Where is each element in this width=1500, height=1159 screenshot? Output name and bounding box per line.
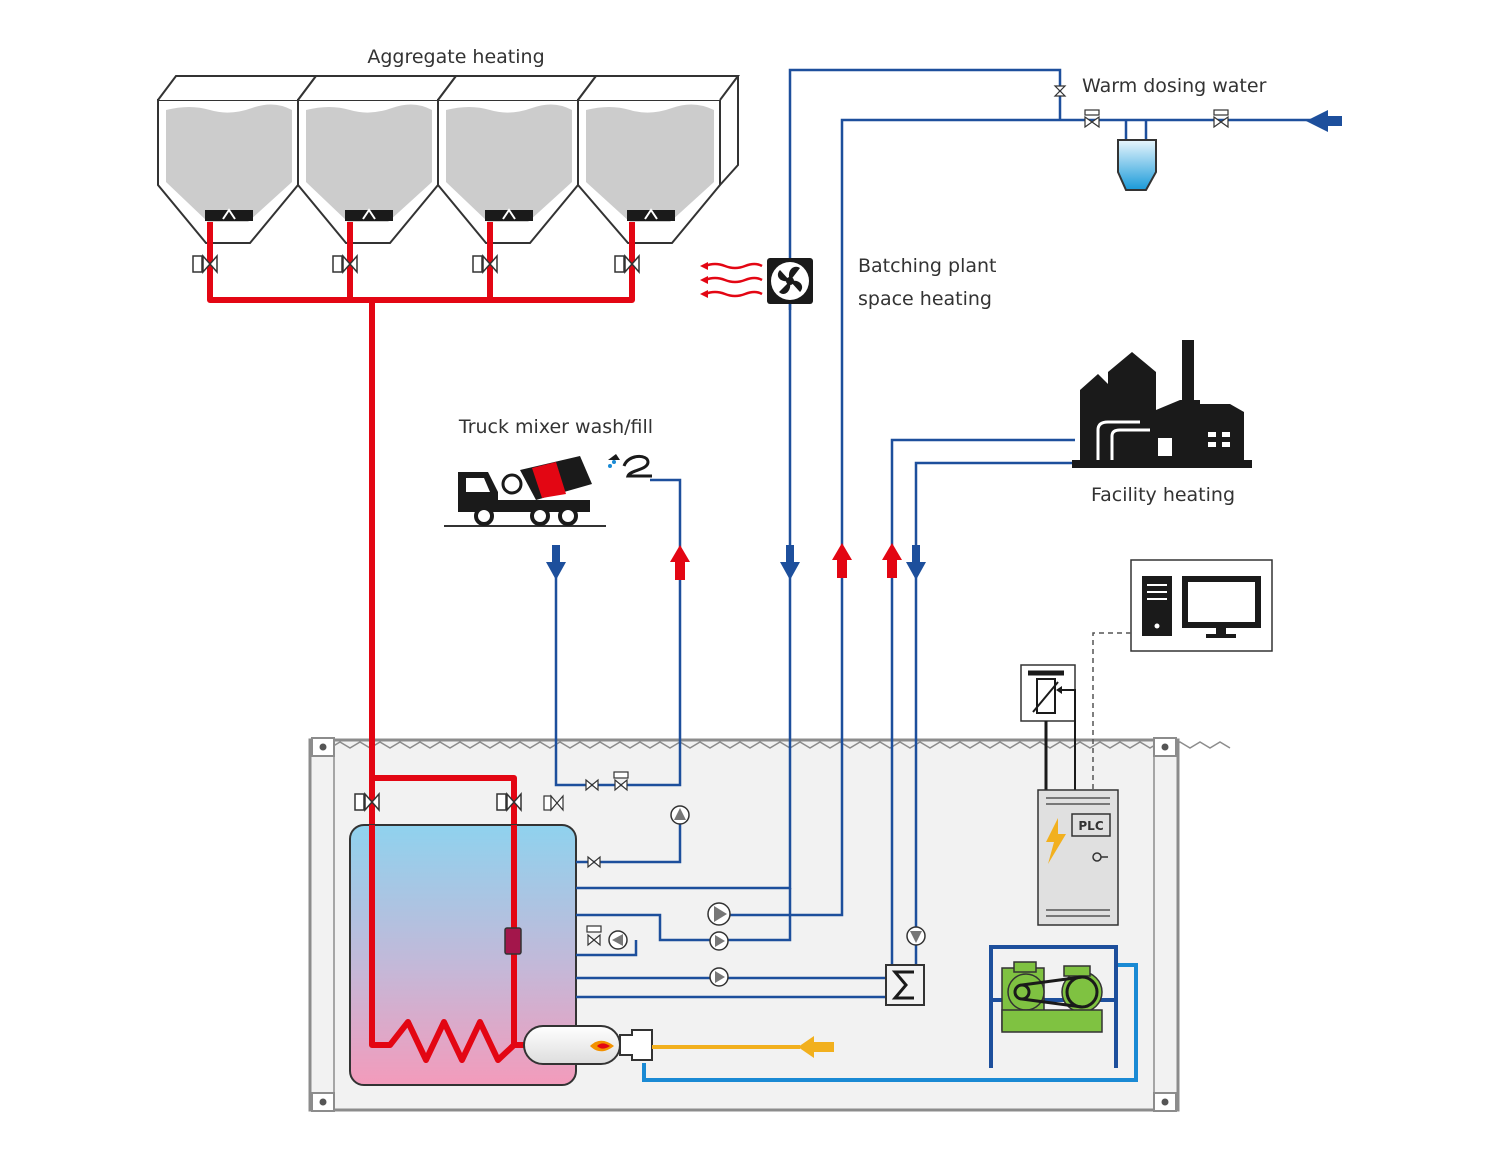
hopper-valves: [192, 254, 640, 812]
pump-space-1: [707, 902, 731, 926]
arrow-up-space: [832, 543, 852, 578]
fan-icon: [700, 258, 813, 310]
truck-mixer-icon: [444, 454, 652, 527]
valve-line-d: [586, 925, 602, 947]
valve-tank-right: [496, 792, 522, 812]
arrow-down-space: [780, 545, 800, 580]
warm-dosing-water-label: Warm dosing water: [1082, 75, 1267, 97]
arrow-down-facility: [906, 545, 926, 580]
valve-hopper-4: [614, 254, 640, 274]
facility-heating-label: Facility heating: [1091, 484, 1235, 506]
control-signal-line: [1092, 632, 1131, 790]
container-valves: [543, 771, 629, 947]
computer-icon: [1130, 559, 1273, 652]
pump-tank: [608, 930, 628, 950]
aggregate-heating-label: Aggregate heating: [367, 46, 544, 68]
pumps: [608, 805, 926, 987]
valve-truck-1: [543, 794, 564, 812]
fuel-line: [652, 1036, 834, 1058]
flow-arrows: [546, 110, 1342, 580]
hopper-3: [437, 75, 598, 244]
valve-hopper-3: [472, 254, 498, 274]
valve-line-a: [585, 778, 599, 792]
arrow-inlet: [1306, 110, 1342, 132]
truck-mixer-label: Truck mixer wash/fill: [458, 416, 653, 438]
valve-line-b: [613, 771, 629, 792]
arrow-down-truck: [546, 545, 566, 580]
plc-label: PLC: [1078, 819, 1103, 833]
dosing-water: [1053, 85, 1229, 191]
burner: [523, 1025, 653, 1065]
pump-space-2: [709, 931, 729, 951]
batching-plant-label-line2: space heating: [858, 288, 992, 310]
hopper-4: [577, 75, 740, 244]
pump-exchanger: [709, 967, 729, 987]
pump-unit: [989, 945, 1118, 1068]
pump-truck: [670, 805, 690, 825]
hopper-1: [157, 75, 318, 244]
regulator: [1020, 664, 1076, 790]
factory-icon: [1072, 340, 1252, 468]
hopper-2: [297, 75, 458, 244]
heat-exchanger-icon: [885, 964, 925, 1006]
aggregate-hoppers: [157, 75, 740, 244]
valve-tank-left: [354, 792, 380, 812]
immersion-heater: [504, 927, 522, 955]
valve-hopper-2: [332, 254, 358, 274]
valve-line-c: [587, 855, 601, 869]
arrow-up-facility: [882, 543, 902, 578]
plc-cabinet-icon: PLC: [1037, 789, 1119, 926]
arrow-up-truck: [670, 545, 690, 580]
valve-hopper-1: [192, 254, 218, 274]
batching-plant-label-line1: Batching plant: [858, 255, 997, 277]
light-blue-pipe: [642, 963, 1138, 1082]
pump-facility: [906, 926, 926, 946]
